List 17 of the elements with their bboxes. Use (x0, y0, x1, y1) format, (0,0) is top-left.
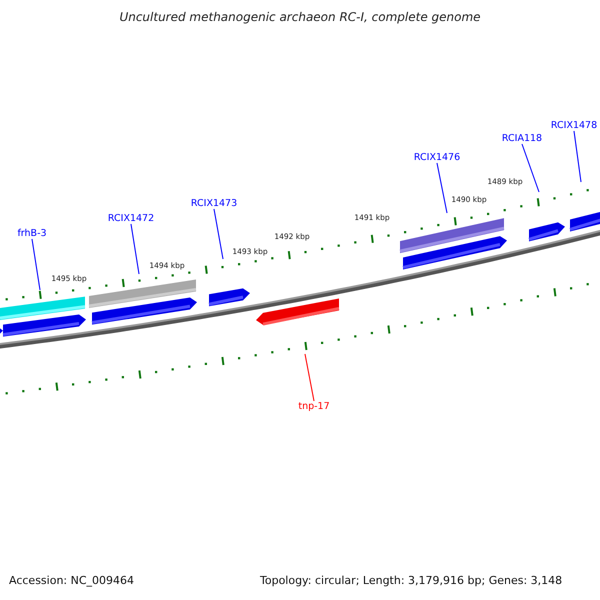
gene-label: RCIX1472 (108, 213, 154, 224)
gene-label: RCIX1473 (190, 198, 238, 209)
title: Uncultured methanogenic archaeon RC-I, complete genome (118, 10, 482, 24)
gene-label: frhB-3 (17, 228, 47, 239)
info-text: Topology: circular; Length: 3,179,916 bp; Genes: 3,148 (260, 574, 562, 587)
leader-line (436, 162, 448, 214)
gene-label: RCIX1476 (414, 152, 460, 163)
gene-label: RCIA118 (502, 133, 542, 144)
gene-label: RCIX1478 (550, 120, 598, 131)
leader-line (304, 354, 314, 402)
leader-line (214, 208, 224, 260)
leader-line (130, 224, 140, 274)
info-text: Accession: NC_009464 (9, 574, 134, 587)
leader-line (522, 144, 540, 192)
leader-line (574, 130, 582, 182)
leader-line (32, 238, 40, 290)
gene-label: tnp-17 (298, 401, 330, 412)
